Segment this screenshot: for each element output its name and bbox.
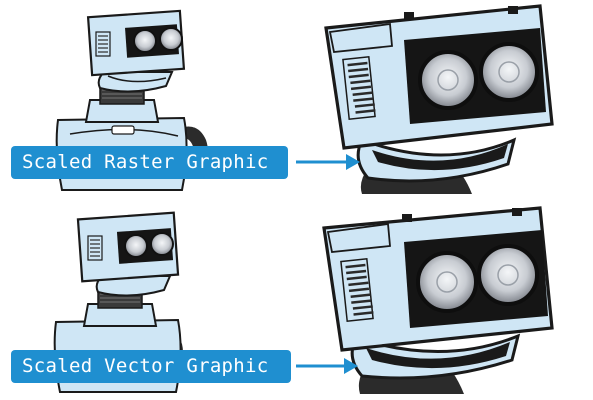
arrow-right-icon-bottom — [296, 358, 358, 374]
raster-label: Scaled Raster Graphic — [11, 146, 288, 179]
robot-closeup-raster — [324, 4, 554, 194]
arrow-right-icon-top — [296, 154, 360, 170]
vector-label: Scaled Vector Graphic — [11, 350, 291, 383]
robot-closeup-vector — [322, 206, 554, 394]
